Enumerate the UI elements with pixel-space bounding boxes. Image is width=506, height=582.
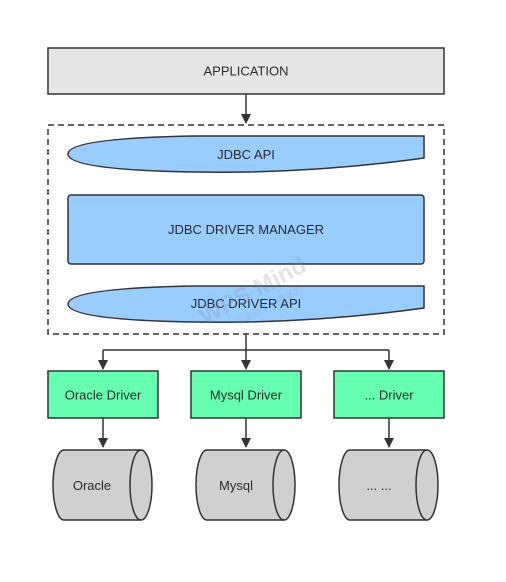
oracle-column: Oracle Driver Oracle xyxy=(47,370,159,521)
application-node: APPLICATION xyxy=(47,47,445,95)
driver-connectors xyxy=(98,334,394,370)
mysql-database-label: Mysql xyxy=(219,478,253,493)
oracle-database-label: Oracle xyxy=(73,478,111,493)
jdbc-api-label: JDBC API xyxy=(217,147,275,162)
mysql-driver-label: Mysql Driver xyxy=(210,388,283,403)
mysql-driver-box xyxy=(190,370,302,419)
oracle-driver-box xyxy=(47,370,159,419)
application-box xyxy=(47,47,445,95)
jdbc-driver-manager-box xyxy=(67,194,425,265)
oracle-driver-label: Oracle Driver xyxy=(65,388,142,403)
other-database-label: ... ... xyxy=(366,478,391,493)
jdbc-layer: JDBC API JDBC DRIVER MANAGER JDBC DRIVER… xyxy=(47,124,445,335)
jdbc-driver-api-shape xyxy=(67,285,425,323)
application-label: APPLICATION xyxy=(203,64,288,79)
other-driver-label: ... Driver xyxy=(364,388,414,403)
jdbc-driver-manager-label: JDBC DRIVER MANAGER xyxy=(168,222,324,237)
mysql-column: Mysql Driver Mysql xyxy=(190,370,302,521)
other-driver-box xyxy=(333,370,445,419)
mysql-database-cylinder-cap xyxy=(272,449,285,521)
jdbc-api-shape xyxy=(67,135,425,173)
other-database-cylinder-cap xyxy=(415,449,428,521)
oracle-database-cylinder-cap xyxy=(129,449,142,521)
other-column: ... Driver ... ... xyxy=(333,370,445,521)
jdbc-driver-api-label: JDBC DRIVER API xyxy=(191,296,302,311)
